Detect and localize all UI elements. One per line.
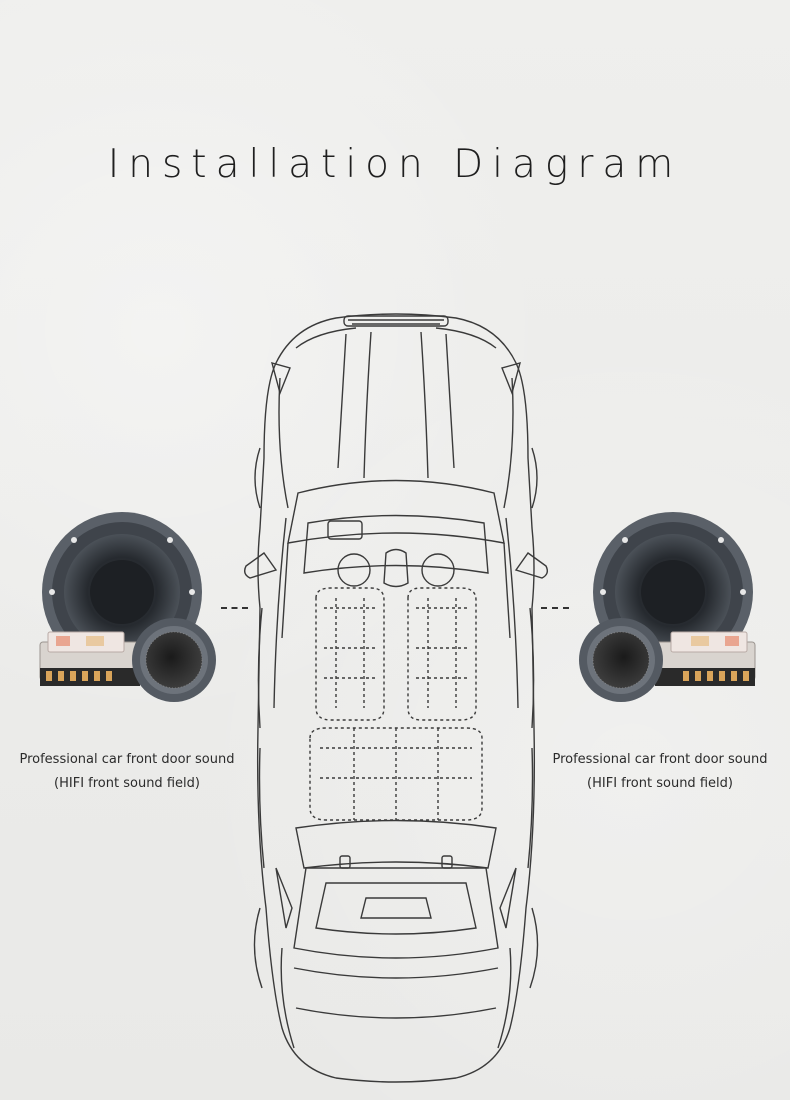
car-topview-icon bbox=[243, 313, 549, 1083]
left-caption-line2: (HIFI front sound field) bbox=[54, 776, 200, 791]
crossover-icon bbox=[654, 631, 756, 686]
right-caption-line1: Professional car front door sound bbox=[552, 752, 768, 767]
tweeter-icon bbox=[579, 618, 663, 702]
crossover-icon bbox=[39, 631, 141, 686]
left-speaker-caption: Professional car front door sound (HIFI … bbox=[7, 748, 247, 796]
tweeter-icon bbox=[132, 618, 216, 702]
right-speaker-caption: Professional car front door sound (HIFI … bbox=[540, 748, 780, 796]
page-title: Installation Diagram bbox=[107, 142, 683, 187]
right-caption-line2: (HIFI front sound field) bbox=[587, 776, 733, 791]
right-connector-line bbox=[541, 607, 569, 609]
left-caption-line1: Professional car front door sound bbox=[19, 752, 235, 767]
left-connector-line bbox=[221, 607, 248, 609]
component-speaker-icon bbox=[579, 512, 756, 702]
component-speaker-icon bbox=[39, 512, 216, 702]
